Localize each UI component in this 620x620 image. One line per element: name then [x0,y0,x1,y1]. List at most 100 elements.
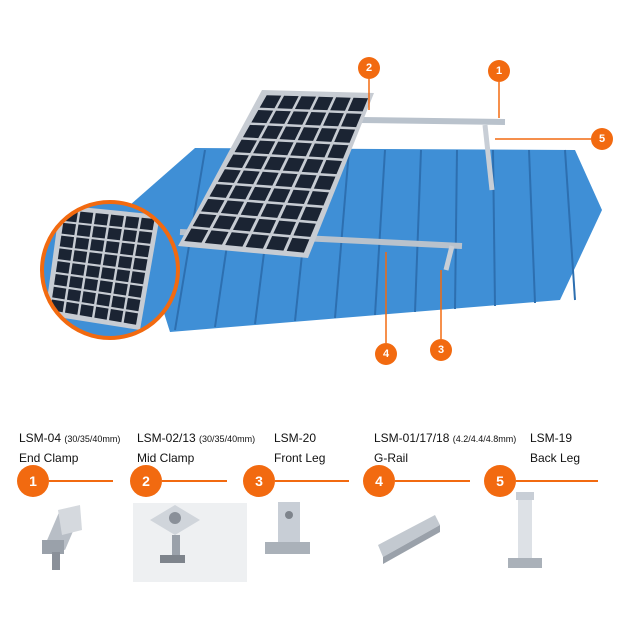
solar-cell [271,141,294,156]
part-name: Front Leg [274,451,326,465]
solar-cell [294,174,317,189]
solar-cell [286,237,310,253]
roof-rib [414,149,422,313]
part-number: 1 [17,465,49,497]
part-name: End Clamp [19,451,79,465]
solar-cell [307,191,329,206]
solar-cell [96,293,111,307]
solar-cell [287,111,309,125]
solar-cell [212,215,237,230]
solar-cell [102,254,118,267]
solar-cell [74,237,90,250]
solar-cell [226,154,249,168]
solar-cell [217,169,241,183]
solar-cell [248,186,272,201]
part-code: LSM-02/13 [137,431,196,445]
solar-cell [135,244,150,258]
solar-cell [327,144,349,159]
solar-cell [117,255,133,269]
solar-cell [115,269,131,283]
solar-cell [66,288,82,302]
solar-cell [305,112,327,126]
solar-cell [260,203,284,218]
solar-cell [91,226,107,239]
roof-rib [374,149,386,316]
solar-cell [253,140,276,155]
solar-cell [320,160,342,175]
solar-cell [105,240,120,254]
solar-cell [209,184,233,198]
part-name: Mid Clamp [137,451,195,465]
solar-cell [269,110,291,124]
solar-cell [253,218,277,234]
solar-cell [68,276,84,289]
solar-cell [251,110,274,124]
solar-cell [61,222,76,236]
solar-cell [130,271,146,285]
roof-rib [564,149,576,301]
solar-cell [234,139,257,154]
solar-cell [266,235,290,251]
part-code: LSM-20 [274,431,317,445]
back-leg [482,124,495,191]
solar-cell [225,232,249,247]
solar-cell [85,265,101,278]
callout-4: 4 [375,343,397,365]
solar-cell [240,202,264,217]
solar-cell [78,211,94,224]
solar-cell [245,155,268,170]
part-code: LSM-19 [530,431,573,445]
solar-cell [59,235,75,248]
solar-cell [261,125,284,140]
solar-cell [70,263,86,276]
roof-rib [528,149,536,304]
solar-cell [52,286,67,300]
solar-cell [76,224,92,237]
solar-cell [275,173,298,188]
solar-cell [313,175,336,190]
divider [516,480,598,482]
solar-cell [94,306,109,320]
roof-rib [334,149,350,319]
solar-cell [123,311,139,325]
solar-cell [120,242,135,256]
solar-cell [263,156,287,171]
solar-cell [122,229,137,243]
solar-cell [192,213,217,228]
solar-cell [294,96,317,110]
solar-cell [87,252,103,265]
solar-cell [109,214,124,228]
solar-cell [184,228,209,243]
solar-cell [79,304,94,318]
solar-cell [315,128,338,142]
solar-cells [184,95,369,253]
solar-cell [125,298,141,312]
inset-border [40,200,180,340]
callout-5: 5 [591,128,613,150]
part-code: LSM-04 [19,431,62,445]
solar-cell [228,185,252,200]
divider [162,480,227,482]
solar-cell [98,280,113,294]
solar-cell [268,188,291,203]
solar-cell [137,231,153,244]
front-leg [443,245,455,271]
part-number: 5 [484,465,516,497]
solar-cell [245,234,269,249]
solar-cell [100,267,116,281]
solar-cell [111,295,126,309]
solar-cell [242,124,266,139]
roof-rib [454,149,458,310]
solar-cell [323,112,344,127]
solar-cell [109,309,124,323]
solar-cell [237,170,260,185]
solar-cell [57,248,73,261]
solar-cell [259,95,282,109]
solar-cell [72,250,88,263]
callout-leaders [368,79,591,343]
solar-cell [347,97,369,112]
solar-cell [297,127,320,141]
solar-cell [341,113,362,128]
solar-cell [139,217,155,231]
